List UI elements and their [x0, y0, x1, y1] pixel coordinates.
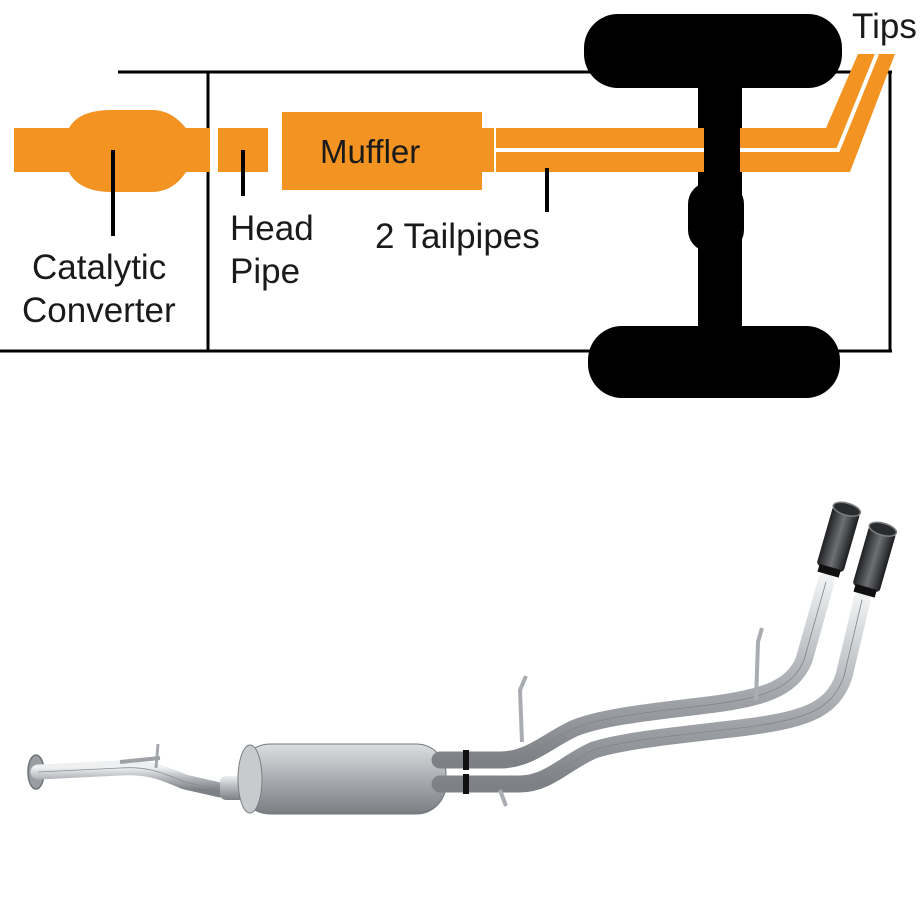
- label-tailpipes: 2 Tailpipes: [375, 217, 540, 256]
- label-head-pipe-line2: Pipe: [230, 252, 300, 291]
- tip-lower-barrel: [853, 526, 896, 592]
- clamp-lower: [463, 774, 469, 794]
- leader-lines: [111, 150, 549, 236]
- tip-upper-collar: [817, 563, 841, 578]
- converter-outlet-pipe: [180, 128, 210, 172]
- tailpipes-product: [431, 573, 871, 793]
- hanger-rear: [754, 627, 764, 701]
- label-converter-line2: Converter: [22, 291, 176, 330]
- exhaust-orange-system: [14, 53, 895, 192]
- tip-upper-barrel: [817, 506, 860, 572]
- rear-axle: [584, 14, 842, 398]
- muffler-front-cap: [237, 744, 263, 814]
- muffler-case: [239, 743, 447, 815]
- muffler-body: [282, 112, 482, 190]
- rear-tire-top: [584, 14, 842, 88]
- muffler-outlet: [478, 128, 494, 172]
- differential: [688, 182, 744, 252]
- tailpipe-upper-outline: [439, 581, 827, 761]
- inlet-pipe-outline: [37, 767, 221, 791]
- inlet-hanger: [154, 743, 160, 769]
- tip-upper: [817, 501, 862, 578]
- tailpipes-bend: [740, 54, 895, 172]
- tailpipe-separator-2: [740, 53, 879, 152]
- clamp-upper: [463, 750, 469, 770]
- label-head-pipe-line1: Head: [230, 209, 314, 248]
- catalytic-converter-body: [64, 110, 186, 192]
- label-converter-line1: Catalytic: [32, 248, 166, 287]
- tip-lower-mouth: [868, 521, 898, 537]
- hanger-mid: [517, 675, 528, 743]
- tailpipe-lower-outline: [439, 599, 863, 785]
- tip-lower: [853, 521, 898, 598]
- rear-tire-bottom: [588, 326, 840, 398]
- exhaust-kit-illustration: [27, 501, 898, 815]
- inlet-hanger-bracket: [119, 756, 161, 764]
- tip-upper-mouth: [832, 501, 862, 517]
- hanger-lower: [498, 789, 508, 807]
- tip-lower-collar: [853, 583, 877, 598]
- label-muffler: Muffler: [320, 133, 420, 170]
- exhaust-tips: [817, 501, 898, 598]
- exhaust-diagram: Tips Muffler Head Pipe 2 Tailpipes Catal…: [0, 7, 917, 398]
- muffler-product: [220, 743, 447, 815]
- label-tips: Tips: [852, 7, 917, 46]
